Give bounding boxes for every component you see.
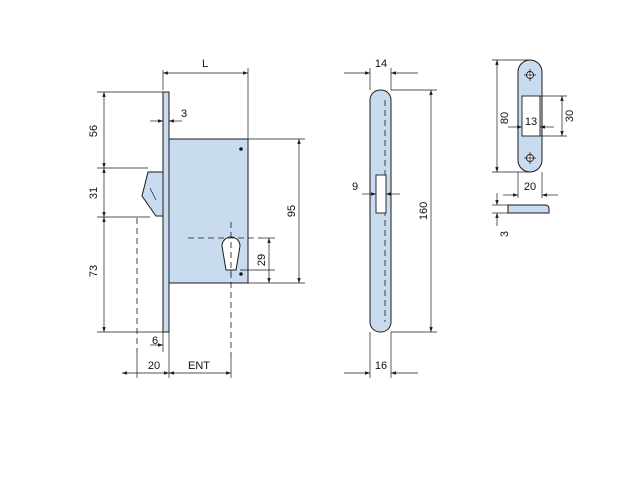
dim-body-height-label: 95 [286,205,298,217]
dim-top-label: 56 [88,125,100,137]
dim-front-width-label: 20 [148,360,160,372]
side-view: 14 9 160 16 [344,58,437,378]
dim-faceplate-label: 3 [181,108,187,120]
dim-side-latch-label: 9 [352,181,358,193]
strike-plate-section [507,204,550,214]
latch-slot [375,174,387,214]
dim-L-label: L [202,58,208,70]
strike-slot [521,95,541,137]
faceplate [162,91,170,333]
dim-bottom-label: 73 [88,265,100,277]
screw-dot-top [239,147,243,151]
dim-strike-slot-width-label: 13 [525,116,537,128]
dim-keyhole-label: 29 [256,254,268,266]
dim-side-top-width-label: 14 [375,58,387,70]
dim-strike-slot-height-label: 30 [564,110,576,122]
strike-plate-view: 80 30 13 20 3 [492,59,576,237]
dim-backset-label: ENT [188,360,210,372]
screw-dot-bottom [239,272,243,276]
latch-bolt [141,171,164,217]
dim-side-bottom-width-label: 16 [375,360,387,372]
dim-strike-thickness-label: 3 [499,231,511,237]
front-view: L 3 56 31 73 95 29 6 20 [88,58,305,378]
dim-strike-height-label: 80 [499,112,511,124]
dim-strike-width-label: 20 [524,181,536,193]
dim-side-height-label: 160 [418,202,430,220]
dim-latch-depth-label: 6 [152,335,158,347]
dim-latch-label: 31 [88,187,100,199]
